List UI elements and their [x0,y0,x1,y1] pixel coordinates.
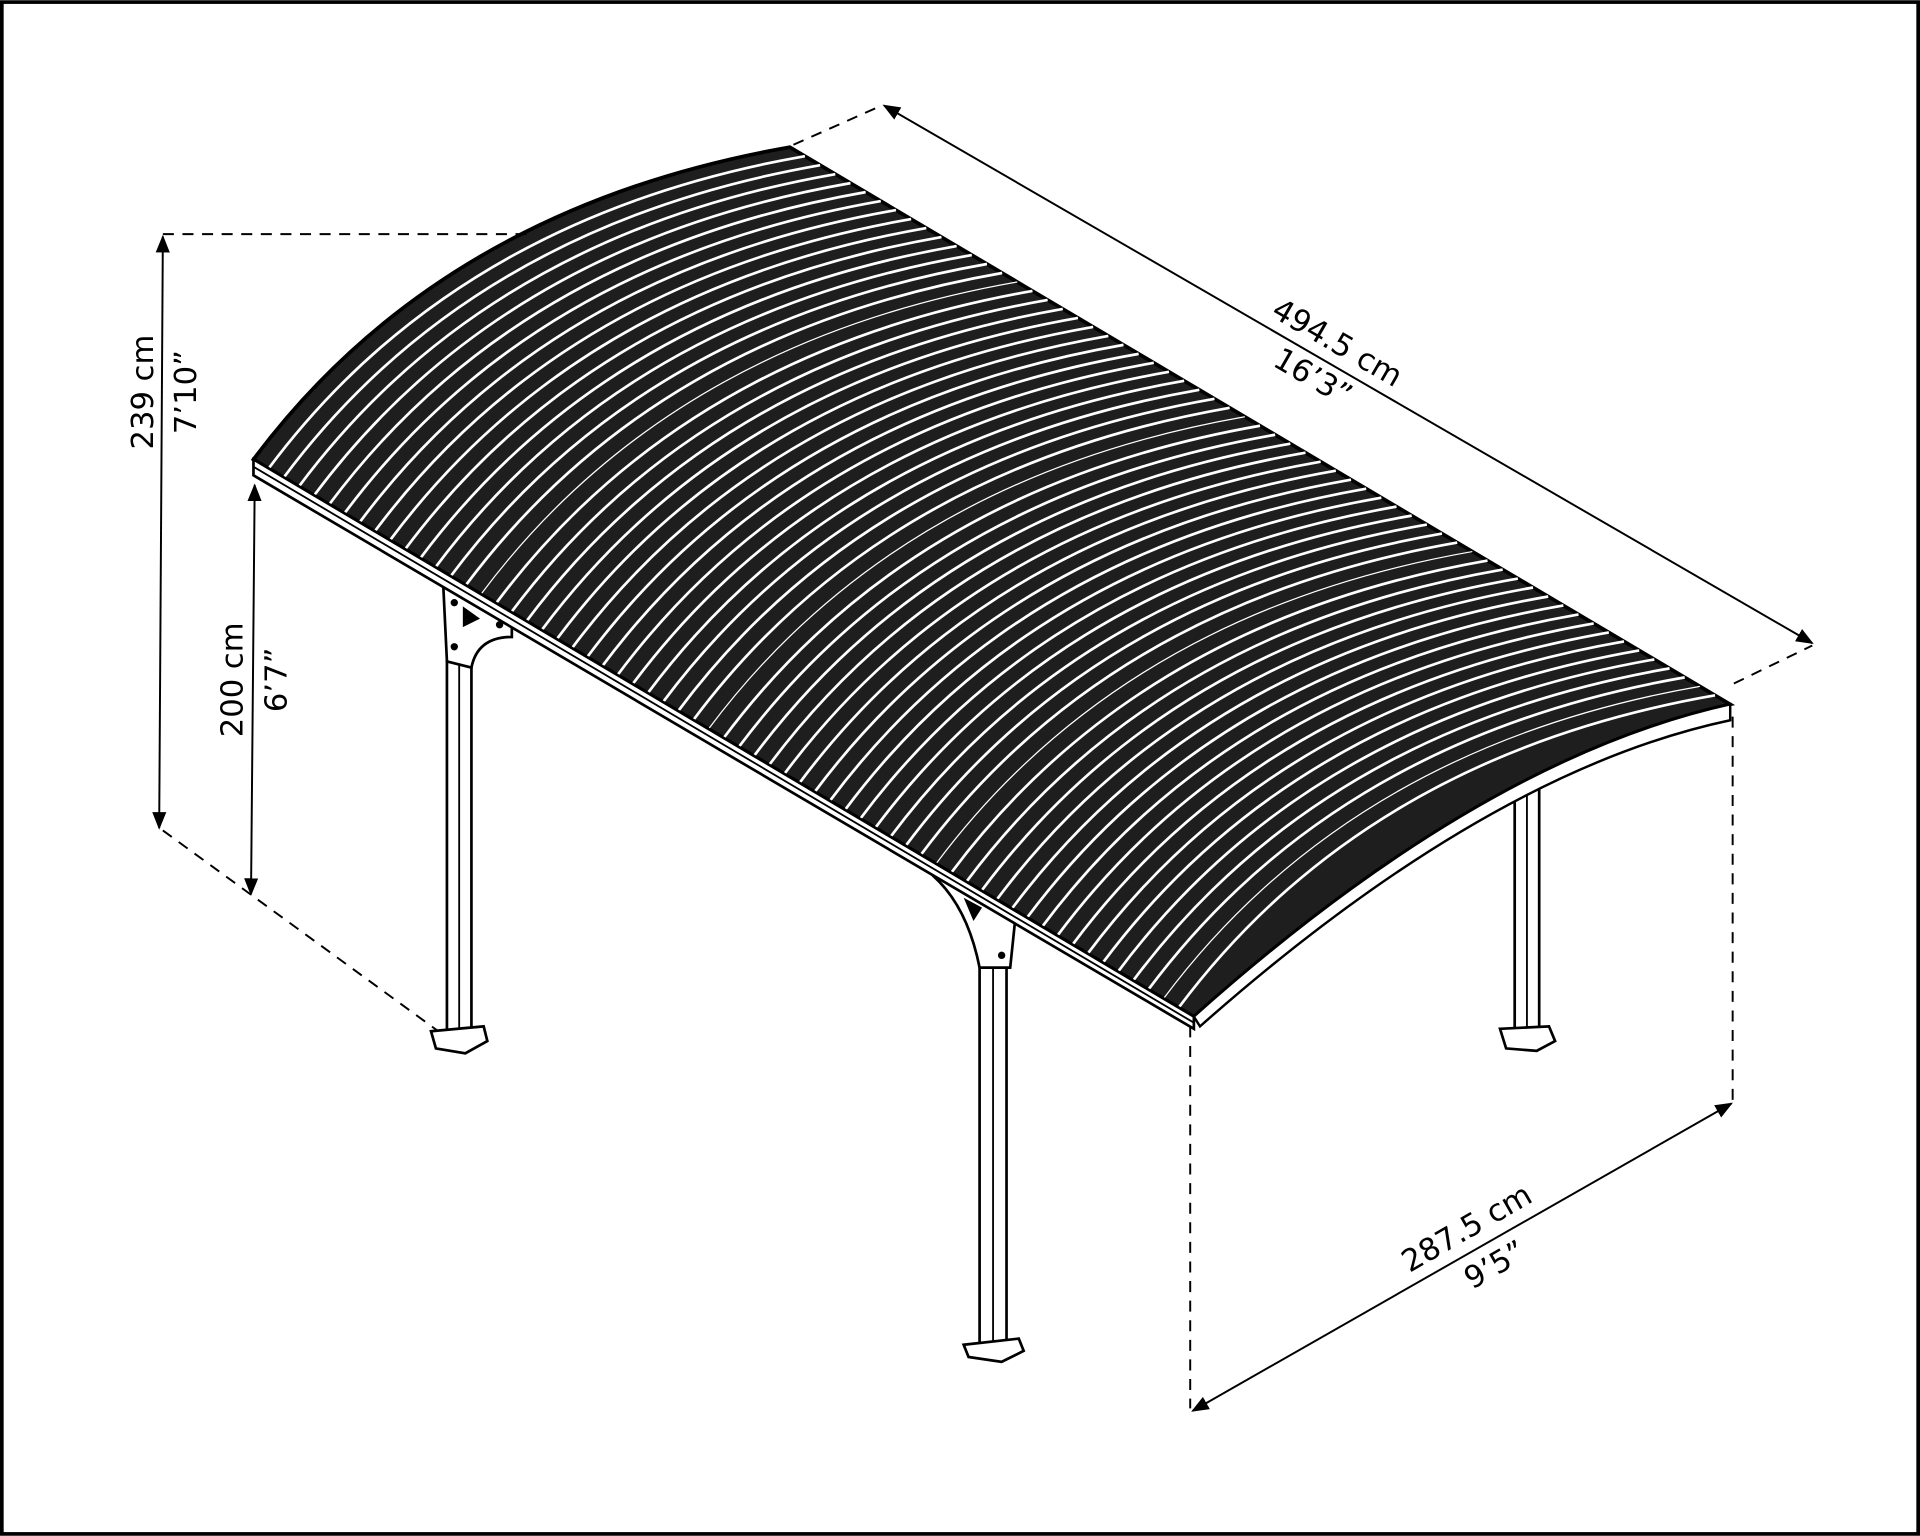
roof-rib [388,226,927,542]
roof [250,145,1736,1032]
bracket-front-left [441,583,514,670]
post-height-imperial: 6’7” [260,648,295,713]
roof-rib [1163,685,1700,999]
roof-rib [343,199,882,515]
roof-rib [1071,631,1610,946]
right-arch-beam [1192,702,1732,1029]
dimension-total-height: 239 cm 7’10” [126,233,529,1033]
roof-rib [419,244,957,560]
roof-rib [1177,694,1716,1009]
roof-rib [1086,640,1625,955]
roof-rib [282,163,821,479]
dimension-post-height: 200 cm 6’7” [215,483,295,896]
roof-rib [358,208,897,524]
total-height-metric: 239 cm [126,335,161,450]
roof-rib [373,217,912,533]
roof-rib [404,235,942,551]
roof-rib [1101,649,1640,964]
roof-rib [1147,676,1685,991]
roof-rib [313,181,851,497]
roof-rib [1056,622,1594,937]
total-height-imperial: 7’10” [169,350,204,434]
post-front-left [429,583,514,1055]
post-height-metric: 200 cm [215,622,250,737]
roof-rib [1132,667,1670,982]
roof-rib [1116,658,1655,973]
roof-rib [328,190,866,506]
post-front-middle [928,857,1026,1364]
roof-rib [267,154,806,470]
roof-rib [297,172,836,488]
roof-rib [434,253,973,569]
